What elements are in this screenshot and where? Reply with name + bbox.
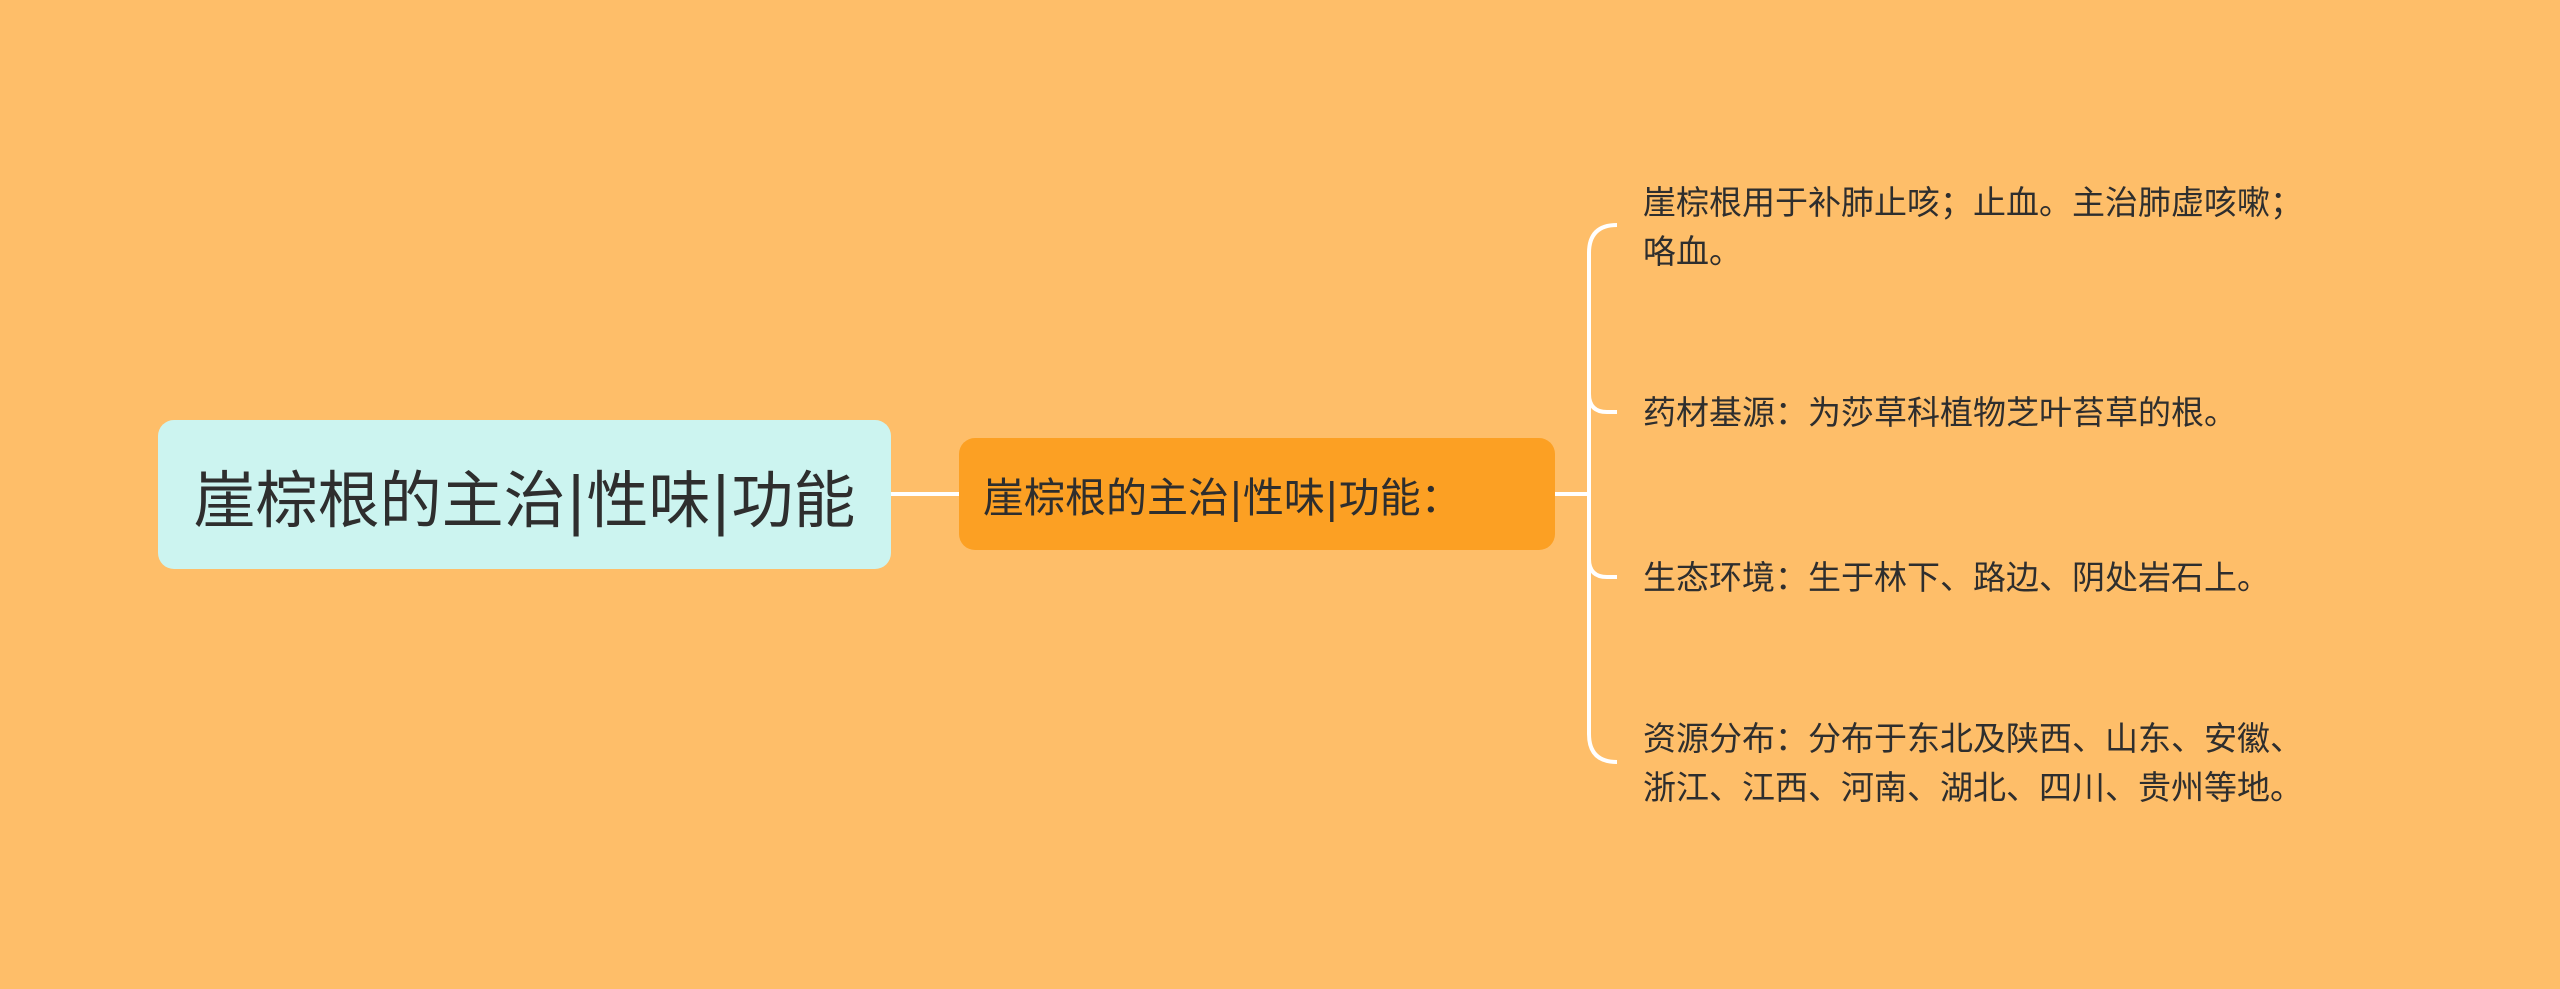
subtopic-node-usage[interactable]: 崖棕根用于补肺止咳；止血。主治肺虚咳嗽； 咯血。 [1643,178,2403,276]
subtopic-line: 药材基源：为莎草科植物芝叶苔草的根。 [1643,393,2237,432]
branch-bracket [1587,223,1618,764]
branch-tick-3 [1587,558,1617,579]
root-topic-label: 崖棕根的主治|性味|功能 [193,463,856,537]
root-topic-node[interactable]: 崖棕根的主治|性味|功能 [158,420,891,569]
subtopic-node-source[interactable]: 药材基源：为莎草科植物芝叶苔草的根。 [1643,388,2403,437]
subtopic-line: 崖棕根用于补肺止咳；止血。主治肺虚咳嗽； [1643,183,2303,222]
subtopic-line: 资源分布：分布于东北及陕西、山东、安徽、 [1643,719,2303,758]
subtopic-line: 生态环境：生于林下、路边、阴处岩石上。 [1643,558,2270,597]
subtopic-line: 咯血。 [1643,232,1742,271]
subtopic-node-distribution[interactable]: 资源分布：分布于东北及陕西、山东、安徽、 浙江、江西、河南、湖北、四川、贵州等地… [1643,714,2403,812]
main-topic-node[interactable]: 崖棕根的主治|性味|功能： [959,438,1555,550]
subtopic-line: 浙江、江西、河南、湖北、四川、贵州等地。 [1643,768,2303,807]
main-topic-label: 崖棕根的主治|性味|功能： [983,474,1462,522]
branch-tick-2 [1587,393,1617,414]
subtopic-node-habitat[interactable]: 生态环境：生于林下、路边、阴处岩石上。 [1643,553,2403,602]
